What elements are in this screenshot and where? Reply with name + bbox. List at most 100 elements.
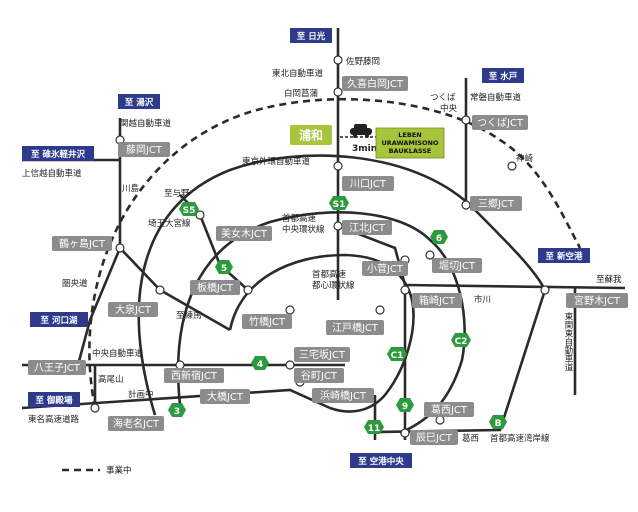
label-shuto-toshin2: 都心環状線 bbox=[312, 280, 355, 291]
jct-hamazakibashi: 浜崎橋JCT bbox=[312, 388, 374, 403]
gaikan-ring bbox=[137, 154, 547, 416]
gaikan-node bbox=[333, 161, 343, 171]
label-kenodo: 圏央道 bbox=[62, 278, 88, 289]
svg-text:西新宿JCT: 西新宿JCT bbox=[171, 369, 218, 382]
building-box bbox=[375, 127, 445, 159]
ebina-node bbox=[90, 403, 100, 413]
dest-mito: 至 水戸 bbox=[482, 68, 524, 83]
kasai-node bbox=[435, 415, 445, 425]
svg-text:堀切JCT: 堀切JCT bbox=[439, 260, 476, 272]
dest-nikko: 至 日光 bbox=[290, 28, 332, 43]
jct-ohashi: 大橋JCT bbox=[200, 389, 250, 404]
shiraoka-node bbox=[333, 87, 343, 97]
label-kasai: 葛西 bbox=[462, 433, 479, 444]
svg-text:C1: C1 bbox=[391, 351, 404, 361]
jct-bijogi: 美女木JCT bbox=[216, 226, 272, 241]
urawa-station-label: 浦和 bbox=[299, 128, 323, 143]
jct-horikiri: 堀切JCT bbox=[432, 258, 482, 273]
sanofujioka-node bbox=[333, 55, 343, 65]
svg-text:三宅坂JCT: 三宅坂JCT bbox=[299, 348, 346, 361]
jct-nishishinjuku: 西新宿JCT bbox=[164, 368, 224, 383]
svg-text:S1: S1 bbox=[333, 200, 346, 210]
shield-3: 3 bbox=[168, 403, 186, 417]
jct-oizumi: 大泉JCT bbox=[108, 302, 158, 317]
label-higashi-kanto: 東関東自動車道 bbox=[563, 311, 573, 372]
label-kawashima: 川島 bbox=[122, 183, 140, 194]
label-yono: 至与野 bbox=[164, 189, 190, 199]
misato-node bbox=[461, 200, 471, 210]
label-sanofujioka: 佐野藤岡 bbox=[346, 56, 380, 67]
jct-kasai: 葛西JCT bbox=[424, 402, 474, 417]
svg-text:久喜白岡JCT: 久喜白岡JCT bbox=[347, 77, 404, 90]
jct-tatsumi: 辰巳JCT bbox=[410, 430, 458, 445]
label-takaosan: 高尾山 bbox=[98, 374, 124, 385]
dest-kawaguchiko: 至 河口湖 bbox=[30, 312, 88, 327]
jct-itabashi: 板橋JCT bbox=[190, 280, 240, 295]
svg-text:海老名JCT: 海老名JCT bbox=[113, 417, 160, 430]
label-kanetsu-exp: 関越自動車道 bbox=[120, 118, 172, 129]
svg-text:辰巳JCT: 辰巳JCT bbox=[416, 432, 453, 444]
jct-hachioji: 八王子JCT bbox=[28, 360, 86, 375]
nishishinjuku-node bbox=[175, 360, 185, 370]
jct-miyanogi: 宮野木JCT bbox=[566, 293, 628, 308]
label-shuto-chuo1: 首都高速 bbox=[282, 213, 317, 224]
jct-kawaguchi: 川口JCT bbox=[342, 176, 394, 191]
miyanogi-node bbox=[540, 285, 550, 295]
label-wangan: 首都高速湾岸線 bbox=[490, 433, 550, 444]
chuo-kanjo-ring bbox=[176, 211, 466, 435]
svg-text:B: B bbox=[495, 419, 502, 429]
jct-kosuge: 小菅JCT bbox=[362, 261, 408, 276]
svg-text:箱崎JCT: 箱崎JCT bbox=[419, 294, 456, 307]
svg-text:谷町JCT: 谷町JCT bbox=[301, 370, 338, 382]
itabashi-node bbox=[243, 285, 253, 295]
shield-6: 6 bbox=[430, 230, 448, 244]
jct-misato: 三郷JCT bbox=[470, 196, 522, 211]
svg-text:S5: S5 bbox=[183, 206, 196, 216]
label-saitama-omiya: 埼玉大宮線 bbox=[148, 218, 191, 229]
jct-tsurugashima: 鶴ヶ島JCT bbox=[52, 236, 112, 251]
jct-fujioka: 藤岡JCT bbox=[118, 142, 170, 157]
svg-text:葛西JCT: 葛西JCT bbox=[431, 403, 468, 416]
shield-b: B bbox=[489, 415, 507, 429]
horikiri-node bbox=[425, 250, 435, 260]
svg-text:3: 3 bbox=[174, 407, 180, 417]
label-ichikawa: 市川 bbox=[474, 294, 491, 305]
label-joban-exp: 常磐自動車道 bbox=[470, 92, 522, 103]
edobashi-node bbox=[375, 305, 385, 315]
svg-text:板橋JCT: 板橋JCT bbox=[197, 281, 234, 294]
svg-text:11: 11 bbox=[368, 424, 381, 434]
bijogi-node bbox=[195, 210, 205, 220]
shield-c2: C2 bbox=[451, 333, 471, 347]
dest-shinkuko: 至 新空港 bbox=[538, 248, 590, 263]
svg-text:至 新空港: 至 新空港 bbox=[546, 251, 583, 262]
shield-c1: C1 bbox=[387, 347, 407, 361]
jct-tsukuba: つくばJCT bbox=[472, 115, 528, 130]
label-tohoku-exp: 東北自動車道 bbox=[272, 68, 324, 79]
tatsumi-node bbox=[400, 428, 410, 438]
svg-text:浜崎橋JCT: 浜崎橋JCT bbox=[320, 389, 367, 402]
planned-outer-ring bbox=[88, 97, 582, 409]
svg-text:竹橋JCT: 竹橋JCT bbox=[249, 315, 286, 328]
jct-takebashi: 竹橋JCT bbox=[242, 314, 292, 329]
tsurugashima-node bbox=[115, 243, 125, 253]
svg-text:至 水戸: 至 水戸 bbox=[489, 71, 518, 82]
urawa-time-label: 3min. bbox=[352, 144, 381, 154]
label-tsukuba: つくば bbox=[430, 93, 456, 103]
jct-kuki: 久喜白岡JCT bbox=[342, 76, 408, 91]
legend-label: 事業中 bbox=[106, 465, 132, 476]
oizumi-node bbox=[155, 285, 165, 295]
label-nerima: 至練馬 bbox=[176, 310, 202, 321]
urawa-station-box bbox=[290, 125, 332, 145]
dest-karuizawa: 至 碓氷軽井沢 bbox=[22, 146, 94, 161]
shield-4: 4 bbox=[251, 356, 269, 370]
jct-ebina: 海老名JCT bbox=[108, 416, 164, 431]
label-soga: 至蘇我 bbox=[596, 274, 622, 285]
svg-text:至 碓氷軽井沢: 至 碓氷軽井沢 bbox=[31, 149, 85, 160]
tsukuba-node bbox=[461, 115, 471, 125]
car-icon bbox=[350, 124, 372, 138]
svg-text:江北JCT: 江北JCT bbox=[349, 222, 386, 234]
shield-5: 5 bbox=[215, 260, 233, 274]
label-shinetsu-exp: 上信越自動車道 bbox=[22, 168, 82, 179]
svg-text:至 御殿場: 至 御殿場 bbox=[36, 395, 73, 406]
